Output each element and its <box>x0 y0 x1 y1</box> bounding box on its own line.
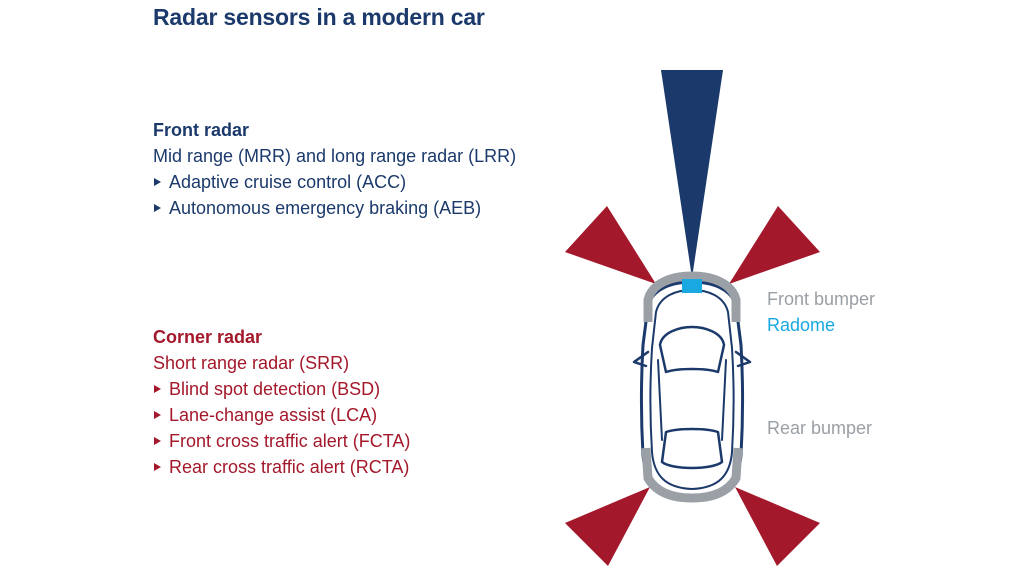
front-radar-item: Adaptive cruise control (ACC) <box>169 171 407 192</box>
corner-radar-beam-rear-left <box>565 487 650 566</box>
list-item: Rear cross traffic alert (RCTA) <box>153 454 593 480</box>
corner-radar-item: Front cross traffic alert (FCTA) <box>169 430 411 451</box>
front-radar-section: Front radar Mid range (MRR) and long ran… <box>153 117 593 221</box>
list-item: Blind spot detection (BSD) <box>153 376 593 402</box>
corner-radar-heading: Corner radar <box>153 327 263 347</box>
list-item: Adaptive cruise control (ACC) <box>153 169 593 195</box>
bullet-arrow-icon <box>154 463 161 471</box>
list-item: Front cross traffic alert (FCTA) <box>153 428 593 454</box>
front-bumper <box>643 271 741 322</box>
front-radar-subtitle: Mid range (MRR) and long range radar (LR… <box>153 146 517 166</box>
bullet-arrow-icon <box>154 437 161 445</box>
corner-radar-beam-rear-right <box>735 487 820 566</box>
corner-radar-beam-front-left <box>565 206 656 284</box>
radome <box>682 279 702 293</box>
rear-bumper-label: Rear bumper <box>767 418 873 438</box>
bullet-arrow-icon <box>154 204 161 212</box>
front-bumper-label: Front bumper <box>767 289 876 309</box>
front-radar-heading: Front radar <box>153 120 250 140</box>
list-item: Lane-change assist (LCA) <box>153 402 593 428</box>
car-body <box>632 280 752 499</box>
list-item: Autonomous emergency braking (AEB) <box>153 195 593 221</box>
bullet-arrow-icon <box>154 178 161 186</box>
corner-radar-beam-front-right <box>729 206 820 284</box>
corner-radar-item: Lane-change assist (LCA) <box>169 404 378 425</box>
page-title: Radar sensors in a modern car <box>153 4 485 30</box>
corner-radar-item: Rear cross traffic alert (RCTA) <box>169 456 410 477</box>
front-radar-item: Autonomous emergency braking (AEB) <box>169 197 482 218</box>
bullet-arrow-icon <box>154 385 161 393</box>
corner-radar-subtitle: Short range radar (SRR) <box>153 353 350 373</box>
rear-bumper <box>641 447 743 503</box>
corner-radar-section: Corner radar Short range radar (SRR) Bli… <box>153 324 593 480</box>
corner-radar-item: Blind spot detection (BSD) <box>169 378 381 399</box>
bullet-arrow-icon <box>154 411 161 419</box>
front-radar-beam <box>661 70 723 278</box>
radome-label: Radome <box>767 315 836 335</box>
